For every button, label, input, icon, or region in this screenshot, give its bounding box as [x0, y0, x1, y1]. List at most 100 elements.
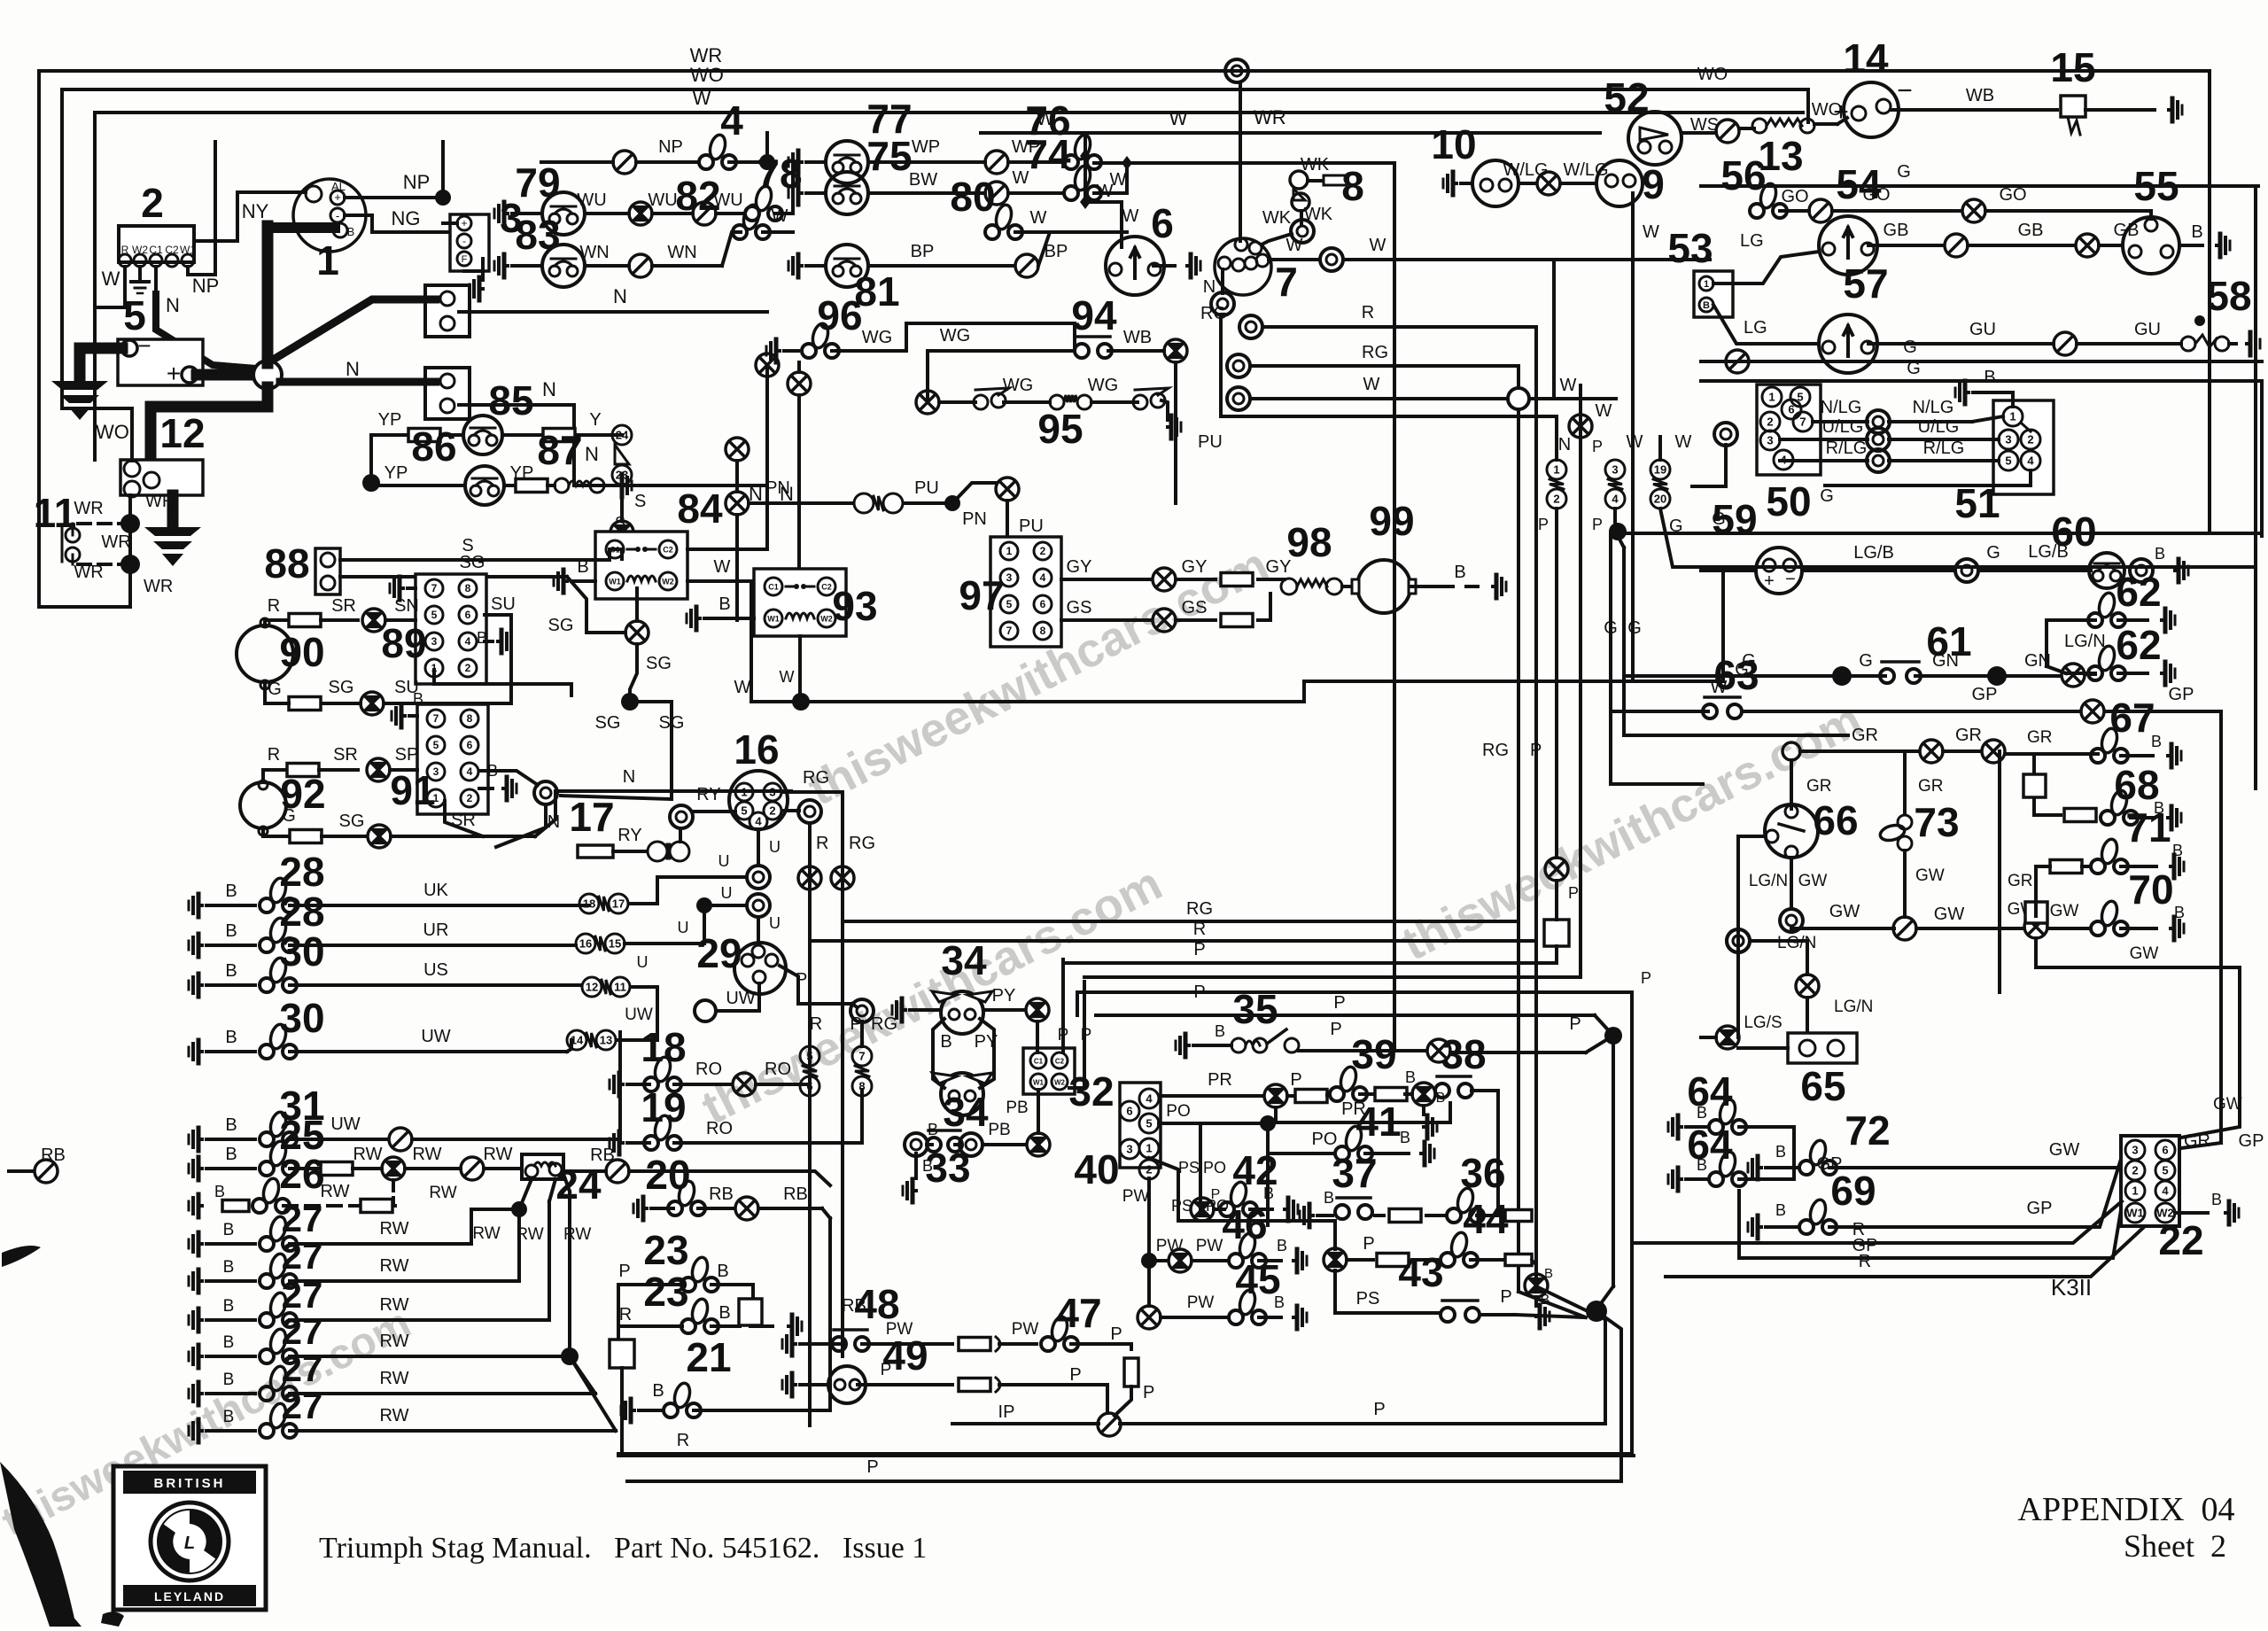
svg-text:W1: W1 — [1033, 1079, 1045, 1087]
svg-text:W: W — [693, 87, 711, 109]
svg-text:NP: NP — [658, 137, 683, 157]
svg-text:W1: W1 — [767, 615, 780, 624]
svg-text:B: B — [413, 690, 423, 708]
svg-text:B: B — [1775, 1201, 1786, 1219]
svg-text:U: U — [718, 852, 730, 870]
svg-text:8: 8 — [467, 712, 473, 725]
svg-text:UK: UK — [423, 881, 448, 900]
svg-text:B: B — [1697, 1104, 1707, 1122]
svg-text:C2: C2 — [663, 546, 673, 555]
svg-text:R/LG: R/LG — [1826, 439, 1868, 458]
svg-text:RW: RW — [563, 1225, 591, 1244]
svg-text:27: 27 — [282, 1348, 323, 1389]
svg-text:P: P — [1333, 993, 1345, 1013]
svg-text:17: 17 — [612, 897, 625, 911]
svg-text:RW: RW — [380, 1369, 409, 1388]
svg-text:LEYLAND: LEYLAND — [154, 1589, 225, 1604]
svg-text:PR: PR — [1208, 1070, 1232, 1090]
svg-text:3: 3 — [1612, 463, 1618, 477]
svg-text:Sheet 2: Sheet 2 — [2124, 1528, 2226, 1564]
svg-text:PO: PO — [1166, 1102, 1190, 1121]
svg-text:WO: WO — [96, 421, 129, 443]
svg-text:B: B — [223, 1297, 235, 1316]
svg-text:38: 38 — [1441, 1031, 1486, 1077]
svg-text:B: B — [1215, 1022, 1225, 1040]
svg-text:U: U — [769, 914, 781, 932]
svg-text:89: 89 — [381, 620, 426, 666]
svg-text:B: B — [652, 1381, 664, 1401]
svg-text:1: 1 — [1553, 463, 1559, 477]
svg-text:PB: PB — [988, 1121, 1010, 1139]
svg-text:5: 5 — [741, 804, 747, 818]
svg-text:37: 37 — [1332, 1150, 1377, 1196]
svg-text:4: 4 — [467, 765, 473, 778]
svg-text:PN: PN — [962, 509, 987, 529]
svg-text:B: B — [2155, 545, 2165, 563]
svg-text:B: B — [225, 1145, 237, 1164]
svg-text:63: 63 — [1713, 652, 1759, 698]
svg-text:PW: PW — [1187, 1293, 1215, 1312]
svg-text:W: W — [1675, 432, 1692, 452]
svg-text:15: 15 — [609, 937, 621, 951]
svg-text:5: 5 — [1146, 1117, 1152, 1130]
svg-text:N: N — [1558, 435, 1571, 454]
svg-text:SU: SU — [491, 594, 516, 614]
svg-text:RW: RW — [380, 1295, 409, 1315]
svg-text:LG/N: LG/N — [2064, 632, 2106, 651]
svg-text:B: B — [223, 1258, 235, 1277]
svg-text:5: 5 — [2005, 454, 2011, 468]
svg-text:N: N — [548, 812, 560, 832]
svg-text:PW: PW — [1122, 1187, 1150, 1206]
svg-text:RG: RG — [1362, 343, 1388, 362]
svg-text:4: 4 — [2027, 454, 2034, 468]
svg-text:43: 43 — [1398, 1249, 1443, 1295]
svg-text:P: P — [866, 1457, 878, 1477]
svg-text:RW: RW — [380, 1332, 409, 1351]
svg-text:G: G — [1669, 516, 1683, 536]
svg-text:RW: RW — [380, 1256, 409, 1276]
svg-text:19: 19 — [641, 1084, 686, 1130]
svg-text:RG: RG — [803, 768, 829, 788]
svg-text:SG: SG — [339, 812, 365, 831]
svg-text:91: 91 — [390, 767, 435, 813]
svg-text:32: 32 — [1068, 1068, 1114, 1115]
svg-text:88: 88 — [264, 540, 309, 586]
svg-text:79: 79 — [515, 159, 560, 206]
svg-text:SG: SG — [646, 654, 672, 673]
svg-text:RW: RW — [321, 1182, 350, 1201]
svg-text:R: R — [1859, 1252, 1871, 1271]
svg-text:RW: RW — [353, 1145, 383, 1164]
svg-text:B: B — [225, 921, 237, 941]
svg-text:UW: UW — [726, 989, 755, 1008]
svg-text:-: - — [336, 209, 339, 222]
svg-text:23: 23 — [643, 1269, 688, 1315]
svg-text:P: P — [1530, 741, 1542, 760]
svg-text:GP: GP — [1972, 685, 1998, 704]
svg-text:+: + — [334, 190, 341, 204]
svg-text:53: 53 — [1667, 225, 1713, 271]
svg-text:RW: RW — [413, 1145, 442, 1164]
svg-text:87: 87 — [537, 427, 582, 473]
svg-text:1: 1 — [316, 237, 339, 283]
svg-text:46: 46 — [1222, 1201, 1267, 1247]
svg-text:RW: RW — [429, 1184, 456, 1202]
svg-text:SP: SP — [395, 745, 419, 765]
svg-text:P: P — [1569, 1014, 1581, 1034]
svg-text:W: W — [1370, 236, 1386, 255]
svg-text:16: 16 — [579, 937, 592, 951]
svg-text:W: W — [734, 678, 751, 697]
svg-text:WB: WB — [1123, 328, 1152, 347]
svg-text:LG/N: LG/N — [1777, 934, 1816, 952]
svg-text:PW: PW — [1012, 1320, 1039, 1339]
svg-text:N: N — [1203, 277, 1216, 297]
svg-text:US: US — [423, 960, 448, 980]
svg-text:B: B — [214, 1183, 225, 1200]
svg-text:U: U — [721, 884, 733, 902]
svg-text:7: 7 — [1799, 416, 1806, 429]
svg-text:8: 8 — [1040, 625, 1046, 637]
svg-text:B: B — [1454, 563, 1465, 582]
svg-text:59: 59 — [1712, 496, 1757, 542]
svg-text:WO: WO — [1697, 65, 1728, 84]
svg-text:6: 6 — [806, 1080, 812, 1093]
svg-text:B: B — [718, 1303, 730, 1323]
